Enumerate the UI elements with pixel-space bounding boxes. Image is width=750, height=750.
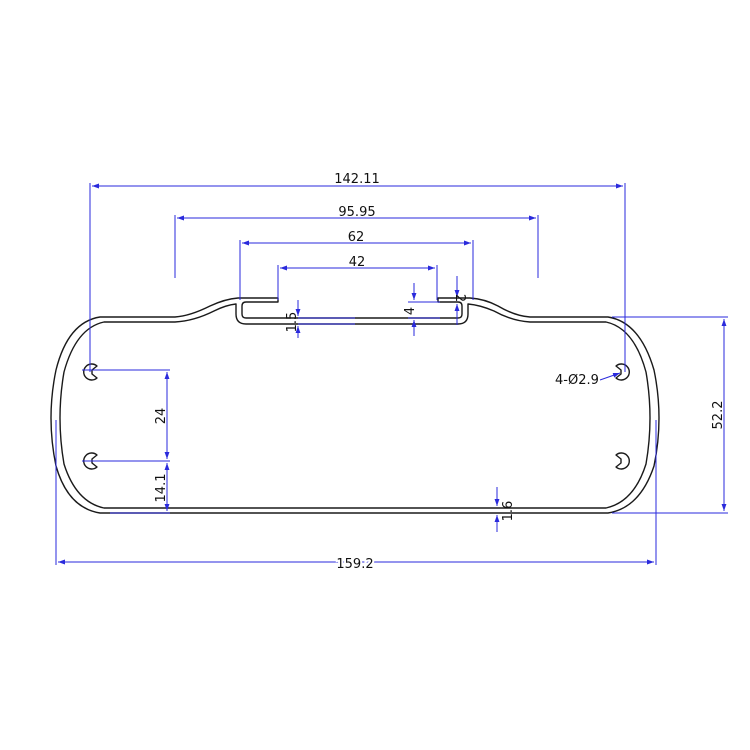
screw-boss-bottom-right — [615, 452, 630, 470]
profile-outline — [50, 297, 660, 514]
dim-slot-depth-label: 4 — [403, 307, 418, 315]
dim-holes-label: 4-Ø2.9 — [555, 373, 599, 388]
dim-hole-offset-label: 14.1 — [154, 474, 169, 503]
dim-hole-pitch-label: 24 — [154, 408, 169, 425]
screw-boss-top-right — [615, 363, 630, 381]
dim-slot-span-label: 62 — [348, 230, 365, 245]
screw-boss-bottom-left — [83, 452, 98, 470]
dim-outer-span-label: 142.11 — [334, 172, 380, 187]
dim-groove-height-label: 1.5 — [285, 312, 300, 333]
dim-lip-label: 2 — [452, 294, 467, 302]
dimensions: 142.11 95.95 62 42 2 4 1.5 — [55, 172, 728, 574]
dim-mid-span-label: 95.95 — [338, 205, 375, 220]
dim-overall-width-label: 159.2 — [336, 557, 373, 572]
dim-wall-label: 1.6 — [501, 501, 516, 522]
dim-height-label: 52.2 — [711, 401, 726, 430]
dim-slot-inner-label: 42 — [349, 255, 366, 270]
screw-boss-top-left — [83, 363, 98, 381]
inner-contour — [59, 303, 651, 509]
dim-holes-leader — [599, 372, 621, 381]
outer-contour — [50, 297, 660, 514]
